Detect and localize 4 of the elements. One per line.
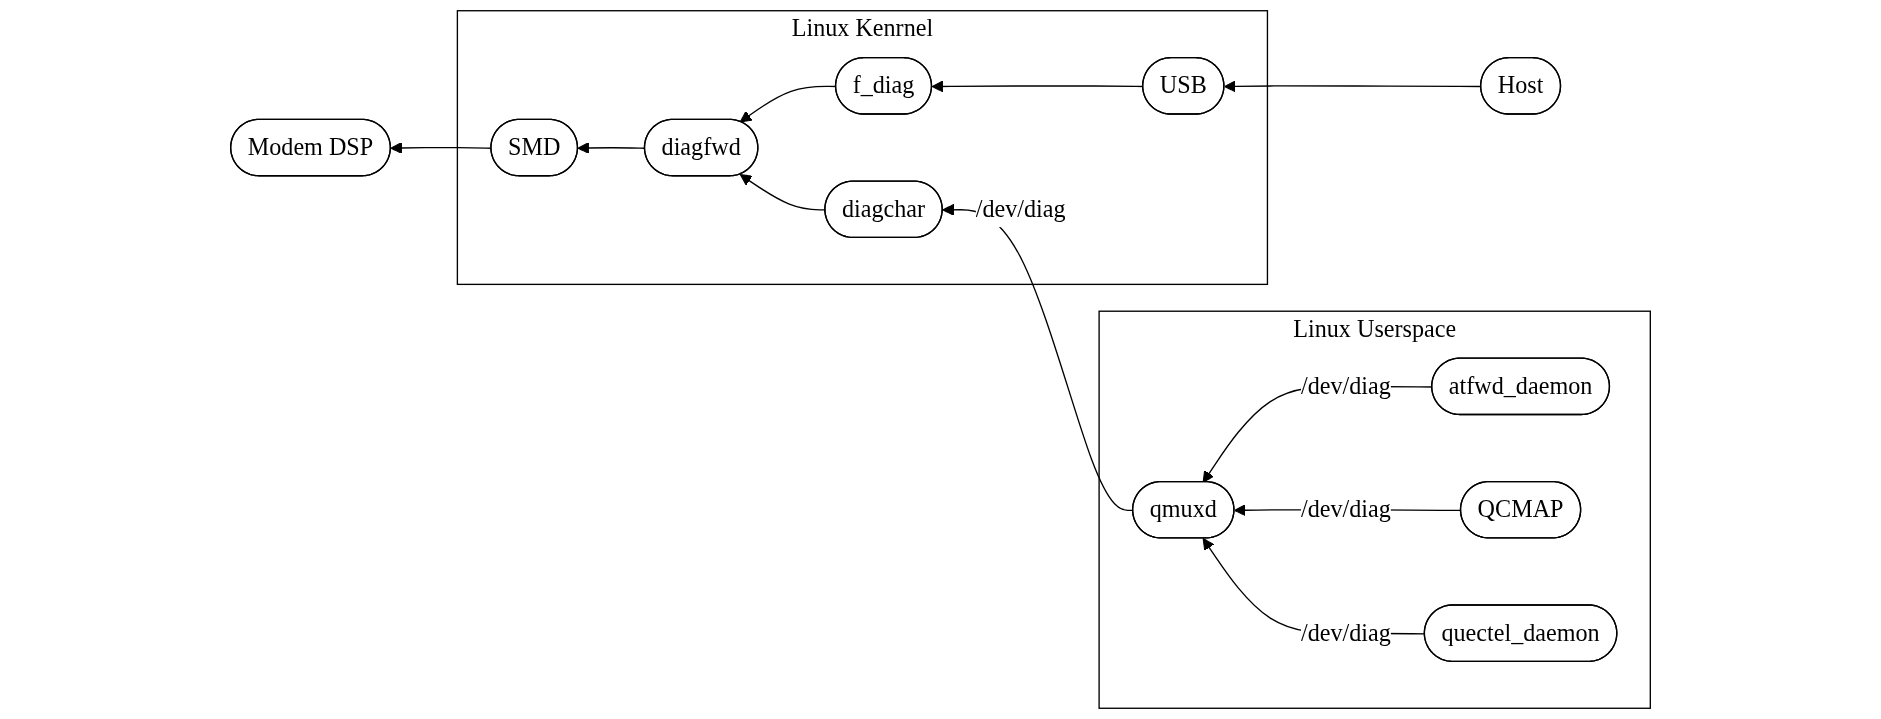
edge-label: /dev/diag	[1300, 495, 1391, 523]
edge-label: /dev/diag	[1300, 372, 1391, 400]
edge-label: /dev/diag	[975, 195, 1066, 222]
edge-label: /dev/diag	[1300, 619, 1391, 646]
